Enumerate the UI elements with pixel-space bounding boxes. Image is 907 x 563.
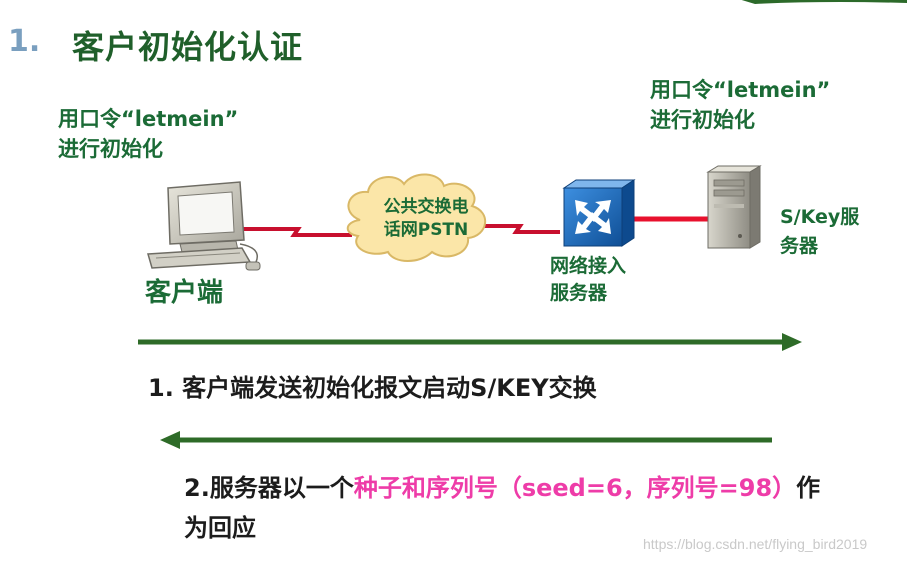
step2-message: 2.服务器以一个种子和序列号（seed=6，序列号=98）作为回应	[184, 468, 824, 548]
link-client-to-cloud	[243, 227, 352, 237]
pstn-cloud-label: 公共交换电 话网PSTN	[363, 196, 489, 242]
client-init-line1: 用口令“letmein”	[58, 107, 239, 131]
server-init-line1: 用口令“letmein”	[650, 78, 831, 102]
nas-label: 网络接入 服务器	[550, 253, 626, 307]
skey-line2: 务器	[780, 235, 819, 257]
client-computer-icon	[147, 181, 261, 271]
client-label: 客户端	[145, 278, 224, 308]
server-init-line2: 进行初始化	[650, 108, 755, 132]
pstn-line2: 话网PSTN	[383, 220, 469, 240]
nas-switch-icon	[562, 179, 636, 247]
page-title: 客户初始化认证	[72, 28, 304, 66]
watermark-text: https://blog.csdn.net/flying_bird2019	[643, 536, 868, 552]
title-number: 1.	[8, 24, 41, 59]
link-cloud-to-nas	[478, 224, 560, 234]
client-init-line2: 进行初始化	[58, 137, 163, 161]
step2-prefix: 2.服务器以一个	[184, 474, 354, 502]
arrow-server-to-client	[160, 431, 772, 449]
pstn-cloud-icon	[346, 173, 487, 262]
step2-suffix: 作为回应	[184, 474, 821, 542]
skey-server-label: S/Key服 务器	[780, 203, 859, 261]
top-decoration	[741, 0, 907, 4]
nas-line2: 服务器	[550, 282, 608, 304]
nas-line1: 网络接入	[550, 255, 627, 277]
step1-message: 1. 客户端发送初始化报文启动S/KEY交换	[148, 374, 597, 402]
server-init-note: 用口令“letmein” 进行初始化	[650, 75, 830, 135]
skey-server-icon	[706, 165, 762, 249]
arrow-client-to-server	[138, 333, 802, 351]
step2-highlight: 种子和序列号（seed=6，序列号=98）	[353, 474, 797, 502]
skey-line1: S/Key服	[780, 206, 860, 228]
pstn-line1: 公共交换电	[383, 197, 469, 217]
client-init-note: 用口令“letmein” 进行初始化	[58, 104, 238, 164]
